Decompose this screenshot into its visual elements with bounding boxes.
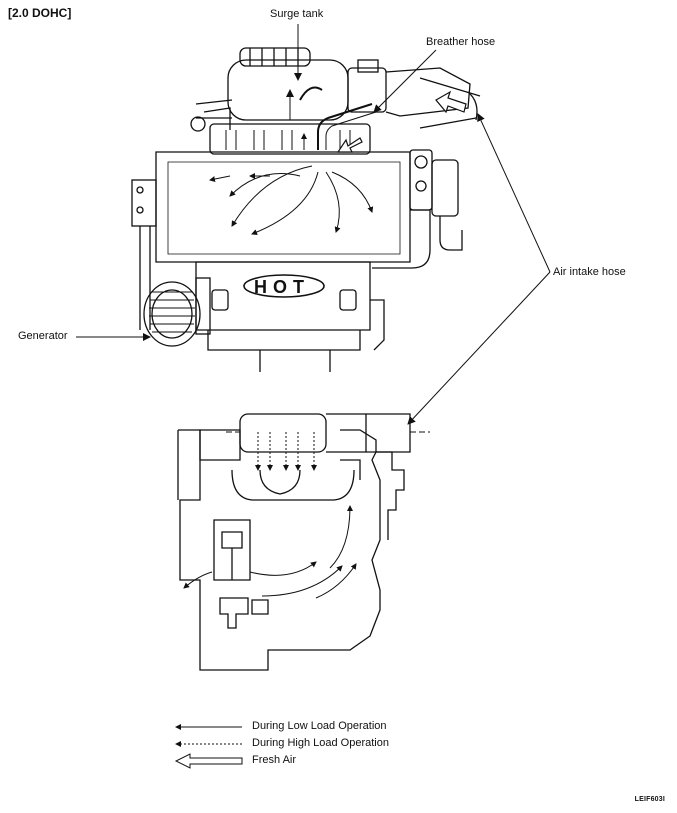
hot-badge-text: HOT [254, 277, 310, 297]
engine-cross-section [177, 413, 430, 671]
legend-low-load: During Low Load Operation [252, 720, 387, 732]
surge-tank-label: Surge tank [270, 8, 324, 20]
legend-graphics [174, 724, 243, 769]
air-intake-hose-label: Air intake hose [553, 266, 626, 278]
figure-code: LEIF603I [634, 796, 665, 803]
breather-hose-label: Breather hose [426, 36, 496, 48]
legend-high-load: During High Load Operation [252, 737, 389, 749]
generator-shape [143, 277, 211, 347]
generator-label: Generator [18, 330, 68, 342]
section-flow-arrows [183, 432, 357, 599]
diagram-header: [2.0 DOHC] [8, 6, 72, 20]
fresh-air-arrows-top [336, 90, 467, 153]
top-flow-arrows [209, 89, 374, 235]
engine-top-view [131, 47, 481, 372]
surge-tank-shape [227, 47, 349, 121]
legend-fresh-air: Fresh Air [252, 754, 297, 766]
legend-fresh-air-arrow [174, 753, 243, 769]
leader-lines [76, 24, 551, 425]
